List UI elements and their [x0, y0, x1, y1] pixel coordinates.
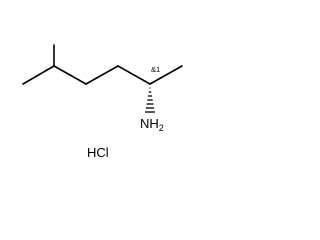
- bond-isopropyl-to-ch2: [53, 65, 87, 85]
- bond-stereocenter-to-methyl: [149, 65, 183, 85]
- bond-isopropyl-methyl-left: [22, 65, 55, 85]
- salt-label: HCl: [87, 145, 109, 160]
- chemical-structure-diagram: &1 NH2 HCl: [22, 44, 183, 160]
- amine-symbol: NH: [140, 116, 159, 131]
- bond-ch2-to-ch2: [85, 65, 119, 85]
- amine-subscript: 2: [159, 123, 164, 133]
- bond-ch2-to-stereocenter: [117, 65, 151, 85]
- amine-label: NH2: [140, 116, 164, 133]
- hashed-wedge-bond: [145, 87, 155, 113]
- stereo-flag-label: &1: [151, 65, 160, 74]
